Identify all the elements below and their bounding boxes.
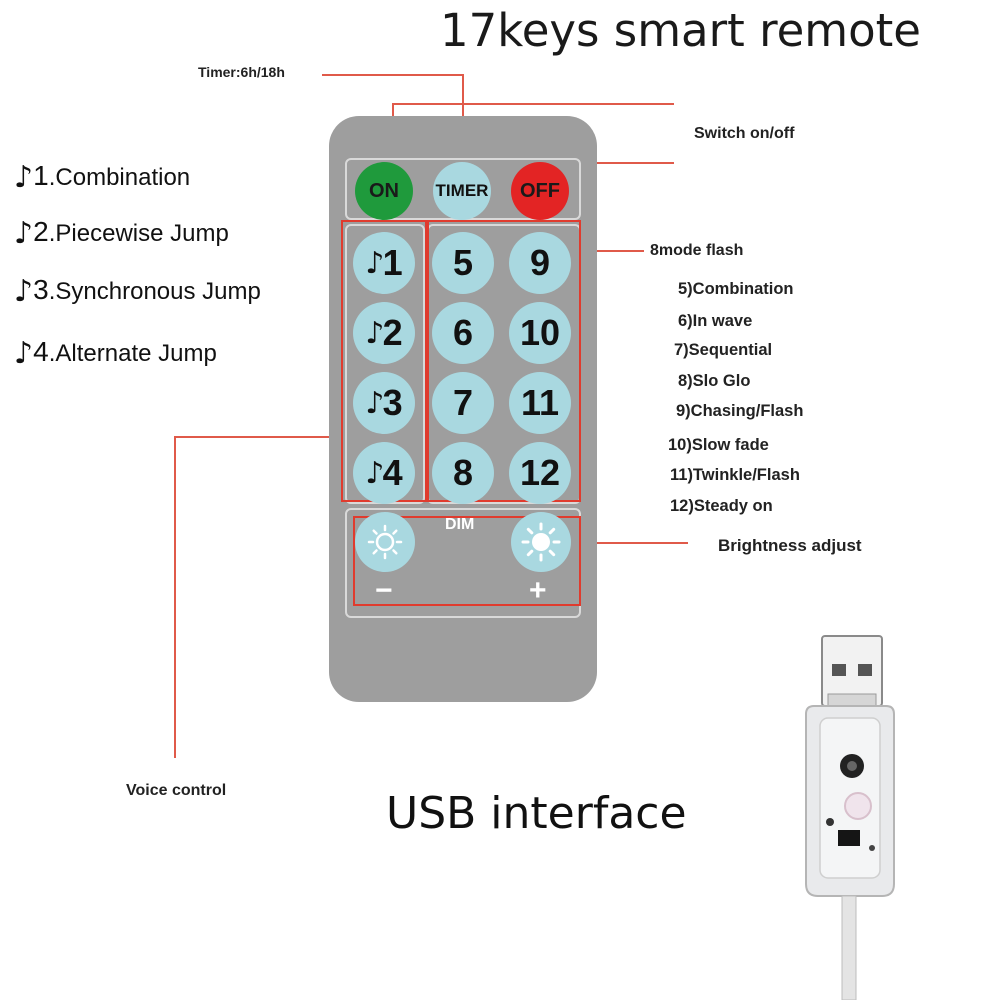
list-item: 9)Chasing/Flash <box>676 402 804 420</box>
music-4-button[interactable]: ♪4 <box>353 442 415 504</box>
plus-sign: + <box>529 574 547 607</box>
music-2-button[interactable]: ♪2 <box>353 302 415 364</box>
list-item: ♪4.Alternate Jump <box>14 336 217 371</box>
music-3-button[interactable]: ♪3 <box>353 372 415 434</box>
brightness-up-button[interactable] <box>511 512 571 572</box>
sun-bright-icon <box>521 522 561 562</box>
list-item: 6)In wave <box>678 312 753 330</box>
brightness-line <box>578 542 688 544</box>
mode-11-button[interactable]: 11 <box>509 372 571 434</box>
music-note-icon: ♪ <box>365 455 385 491</box>
switch-line <box>392 103 674 105</box>
music-note-icon: ♪ <box>14 160 34 195</box>
list-item: ♪2.Piecewise Jump <box>14 216 229 251</box>
brightness-down-button[interactable] <box>355 512 415 572</box>
music-note-icon: ♪ <box>14 336 34 371</box>
music-note-icon: ♪ <box>365 315 385 351</box>
list-item: ♪1.Combination <box>14 160 191 195</box>
brightness-callout: Brightness adjust <box>718 536 862 555</box>
mode-9-button[interactable]: 9 <box>509 232 571 294</box>
page-title: 17keys smart remote <box>440 4 921 57</box>
list-item: 5)Combination <box>678 280 794 298</box>
mode-5-button[interactable]: 5 <box>432 232 494 294</box>
voice-line-h <box>174 436 344 438</box>
switch-callout: Switch on/off <box>694 125 795 142</box>
modes-line <box>578 250 644 252</box>
usb-interface-title: USB interface <box>386 788 687 839</box>
mode-10-button[interactable]: 10 <box>509 302 571 364</box>
remote-control: ON TIMER OFF ♪1 ♪2 ♪3 ♪4 5 9 6 10 7 11 8… <box>329 116 597 702</box>
timer-line <box>322 74 436 76</box>
usb-dongle-image <box>800 634 900 1001</box>
list-item: 8)Slo Glo <box>678 372 751 390</box>
timer-callout: Timer:6h/18h <box>198 64 285 80</box>
list-item: ♪3.Synchronous Jump <box>14 274 261 309</box>
voice-callout: Voice control <box>126 782 227 799</box>
number-highlight <box>425 220 581 502</box>
music-note-icon: ♪ <box>365 245 385 281</box>
mode-8-button[interactable]: 8 <box>432 442 494 504</box>
timer-line-drop <box>462 74 464 130</box>
dim-highlight <box>353 516 581 606</box>
dim-label: DIM <box>445 516 475 533</box>
mode-7-button[interactable]: 7 <box>432 372 494 434</box>
usb-dongle-icon <box>805 635 895 1001</box>
mode-flash-callout: 8mode flash <box>650 242 744 259</box>
sun-dim-icon <box>367 524 403 560</box>
music-note-icon: ♪ <box>14 216 34 251</box>
voice-line-v <box>174 436 176 758</box>
music-1-button[interactable]: ♪1 <box>353 232 415 294</box>
switch-line-off <box>562 162 674 164</box>
off-button[interactable]: OFF <box>511 162 569 220</box>
timer-button[interactable]: TIMER <box>433 162 491 220</box>
list-item: 12)Steady on <box>670 497 773 515</box>
music-note-icon: ♪ <box>14 274 34 309</box>
mode-6-button[interactable]: 6 <box>432 302 494 364</box>
list-item: 11)Twinkle/Flash <box>670 466 800 484</box>
list-item: 7)Sequential <box>674 341 773 359</box>
mode-12-button[interactable]: 12 <box>509 442 571 504</box>
list-item: 10)Slow fade <box>668 436 769 454</box>
minus-sign: − <box>375 574 393 607</box>
timer-line-bend <box>434 74 464 76</box>
on-button[interactable]: ON <box>355 162 413 220</box>
music-note-icon: ♪ <box>365 385 385 421</box>
